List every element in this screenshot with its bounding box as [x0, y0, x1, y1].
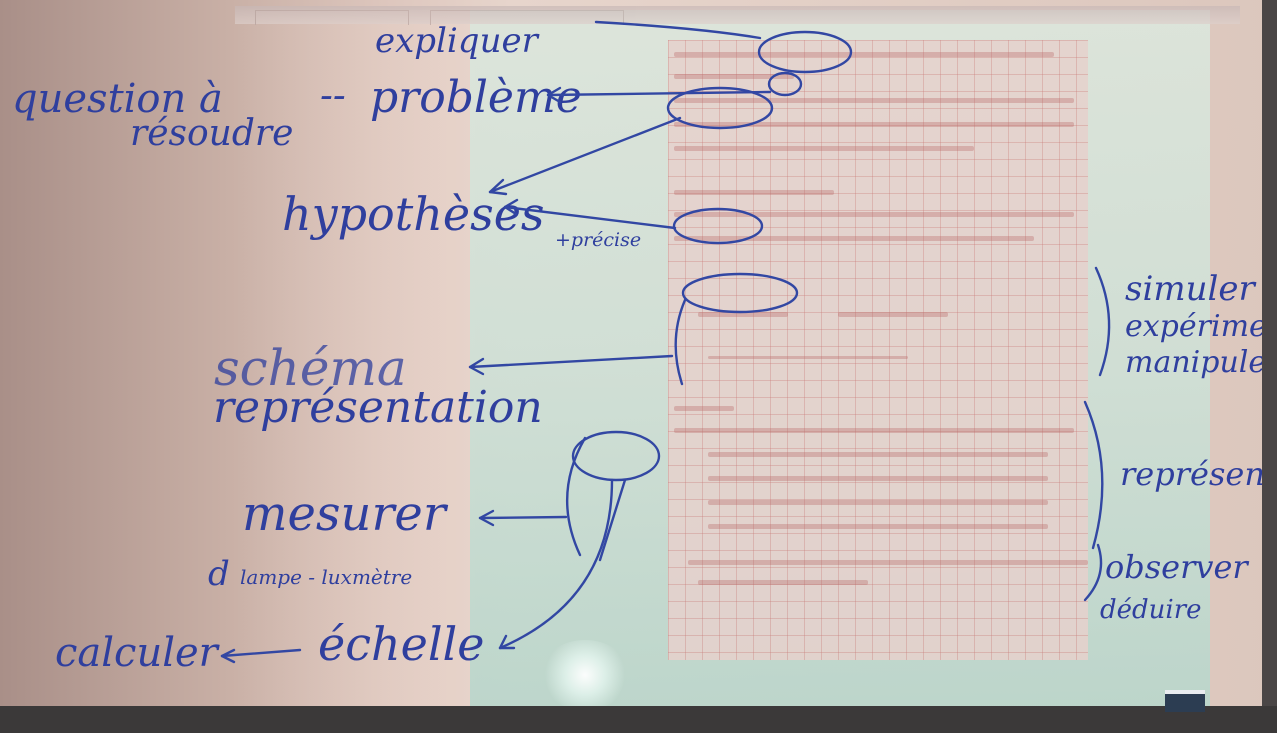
word-resoudre: résoudre	[130, 113, 293, 154]
line-expliquer	[594, 20, 762, 40]
word-calculer: calculer	[55, 630, 221, 676]
word-representer: représenter	[1120, 455, 1277, 493]
faint-text-line	[674, 74, 794, 79]
board-frame-bottom	[0, 706, 1277, 733]
word-representation: représentation	[213, 382, 543, 433]
faint-text-line	[838, 312, 948, 317]
ghost-tab	[255, 10, 409, 25]
arrow-mesurer-line	[478, 515, 568, 520]
ghost-tab	[430, 10, 624, 25]
word-mesurer: mesurer	[242, 486, 449, 542]
word-experimenter: expérimenter	[1125, 309, 1277, 344]
word-probleme: problème	[370, 72, 582, 123]
word-schema: schéma	[214, 339, 407, 397]
faint-text-line	[698, 312, 788, 317]
faint-table-row	[708, 452, 1048, 457]
word-observer: observer	[1105, 548, 1249, 586]
word-deduire: déduire	[1100, 595, 1202, 625]
arrow-mesurer-head	[478, 509, 495, 527]
faint-text-line	[674, 190, 834, 195]
word-precise: +précise	[555, 229, 641, 251]
circle-resultats	[571, 430, 661, 482]
circle-small	[767, 71, 803, 97]
bracket-schema	[674, 298, 687, 386]
projection-fade	[235, 10, 475, 715]
word-question-a: question à	[12, 76, 223, 122]
circle-schema	[681, 272, 799, 314]
arrow-calculer-head	[220, 648, 236, 664]
faint-table-row	[708, 524, 1048, 529]
faint-text-line	[674, 212, 1074, 217]
arrow-calculer-line	[220, 648, 302, 658]
board-logo	[1165, 690, 1205, 712]
faint-text-line	[674, 98, 1074, 103]
bracket-representer	[1083, 400, 1104, 550]
arrow-probleme-line	[546, 90, 772, 97]
word-hypotheses: hypothèses	[282, 187, 545, 241]
faint-table-row	[708, 476, 1048, 481]
arrow-hypothese-line	[488, 116, 682, 194]
faint-text-line	[674, 146, 974, 151]
faint-text-line	[698, 580, 868, 585]
arrow-precise-line	[503, 205, 677, 230]
line-short	[598, 478, 627, 562]
bracket-observer	[1083, 543, 1103, 602]
faint-text-line	[688, 560, 1088, 565]
faint-table-header	[674, 428, 1074, 433]
circle-protocole	[672, 207, 764, 245]
faint-table-row	[708, 500, 1048, 505]
projected-worksheet	[668, 40, 1088, 660]
arrow-schema-line	[468, 354, 674, 369]
word-expliquer: expliquer	[375, 21, 540, 61]
faint-diagram-base	[708, 356, 908, 359]
projected-window-strip	[235, 6, 1240, 25]
faint-text-line	[674, 122, 1074, 127]
word-simuler: simuler	[1125, 269, 1256, 309]
arrow-precise-head	[503, 198, 519, 216]
circle-top	[757, 30, 853, 74]
faint-text-line	[674, 52, 1054, 57]
word-echelle: échelle	[318, 617, 484, 671]
faint-text-line	[674, 406, 734, 411]
bracket-mesurer	[566, 436, 587, 557]
word-manipuler: manipuler	[1125, 345, 1277, 380]
circle-hypothese	[666, 86, 774, 130]
arrow-hypothese-head	[488, 178, 508, 196]
word-dashes: --	[320, 73, 346, 117]
arrow-schema-head	[468, 357, 485, 376]
faint-text-line	[674, 236, 1034, 241]
word-lampe-luxmetre: lampe - luxmètre	[240, 565, 412, 589]
arrow-echelle-line	[498, 478, 614, 650]
board-frame-right	[1262, 0, 1277, 733]
arrow-echelle-head	[498, 634, 516, 650]
arrow-probleme-head	[546, 86, 562, 104]
bracket-simuler	[1094, 266, 1111, 377]
word-d: d	[208, 554, 230, 594]
light-glare	[540, 640, 630, 710]
